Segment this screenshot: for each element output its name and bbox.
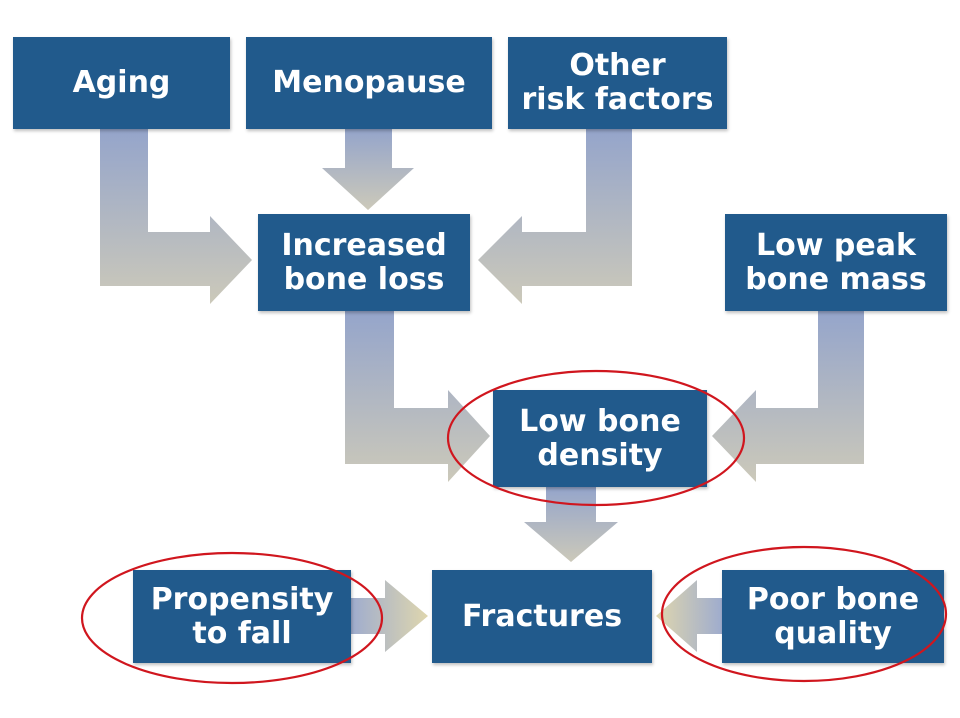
arrow-quality-to-fractures xyxy=(656,580,722,652)
node-increased-bone-loss: Increased bone loss xyxy=(258,214,470,311)
arrow-density-to-fractures xyxy=(524,487,618,562)
node-poor-bone-quality: Poor bone quality xyxy=(722,570,944,663)
arrow-menopause-to-bone-loss xyxy=(322,129,414,210)
arrow-other-to-bone-loss xyxy=(478,129,632,304)
arrow-low-peak-to-density xyxy=(712,311,864,482)
arrow-propensity-to-fractures xyxy=(351,580,428,652)
node-other-risk-factors: Other risk factors xyxy=(508,37,727,129)
node-low-bone-density: Low bone density xyxy=(493,390,707,487)
node-menopause: Menopause xyxy=(246,37,492,129)
node-propensity-to-fall: Propensity to fall xyxy=(133,570,351,663)
node-aging: Aging xyxy=(13,37,230,129)
node-fractures: Fractures xyxy=(432,570,652,663)
arrow-aging-to-bone-loss xyxy=(100,129,252,304)
node-low-peak-bone-mass: Low peak bone mass xyxy=(725,214,947,311)
arrow-bone-loss-to-density xyxy=(345,311,490,482)
